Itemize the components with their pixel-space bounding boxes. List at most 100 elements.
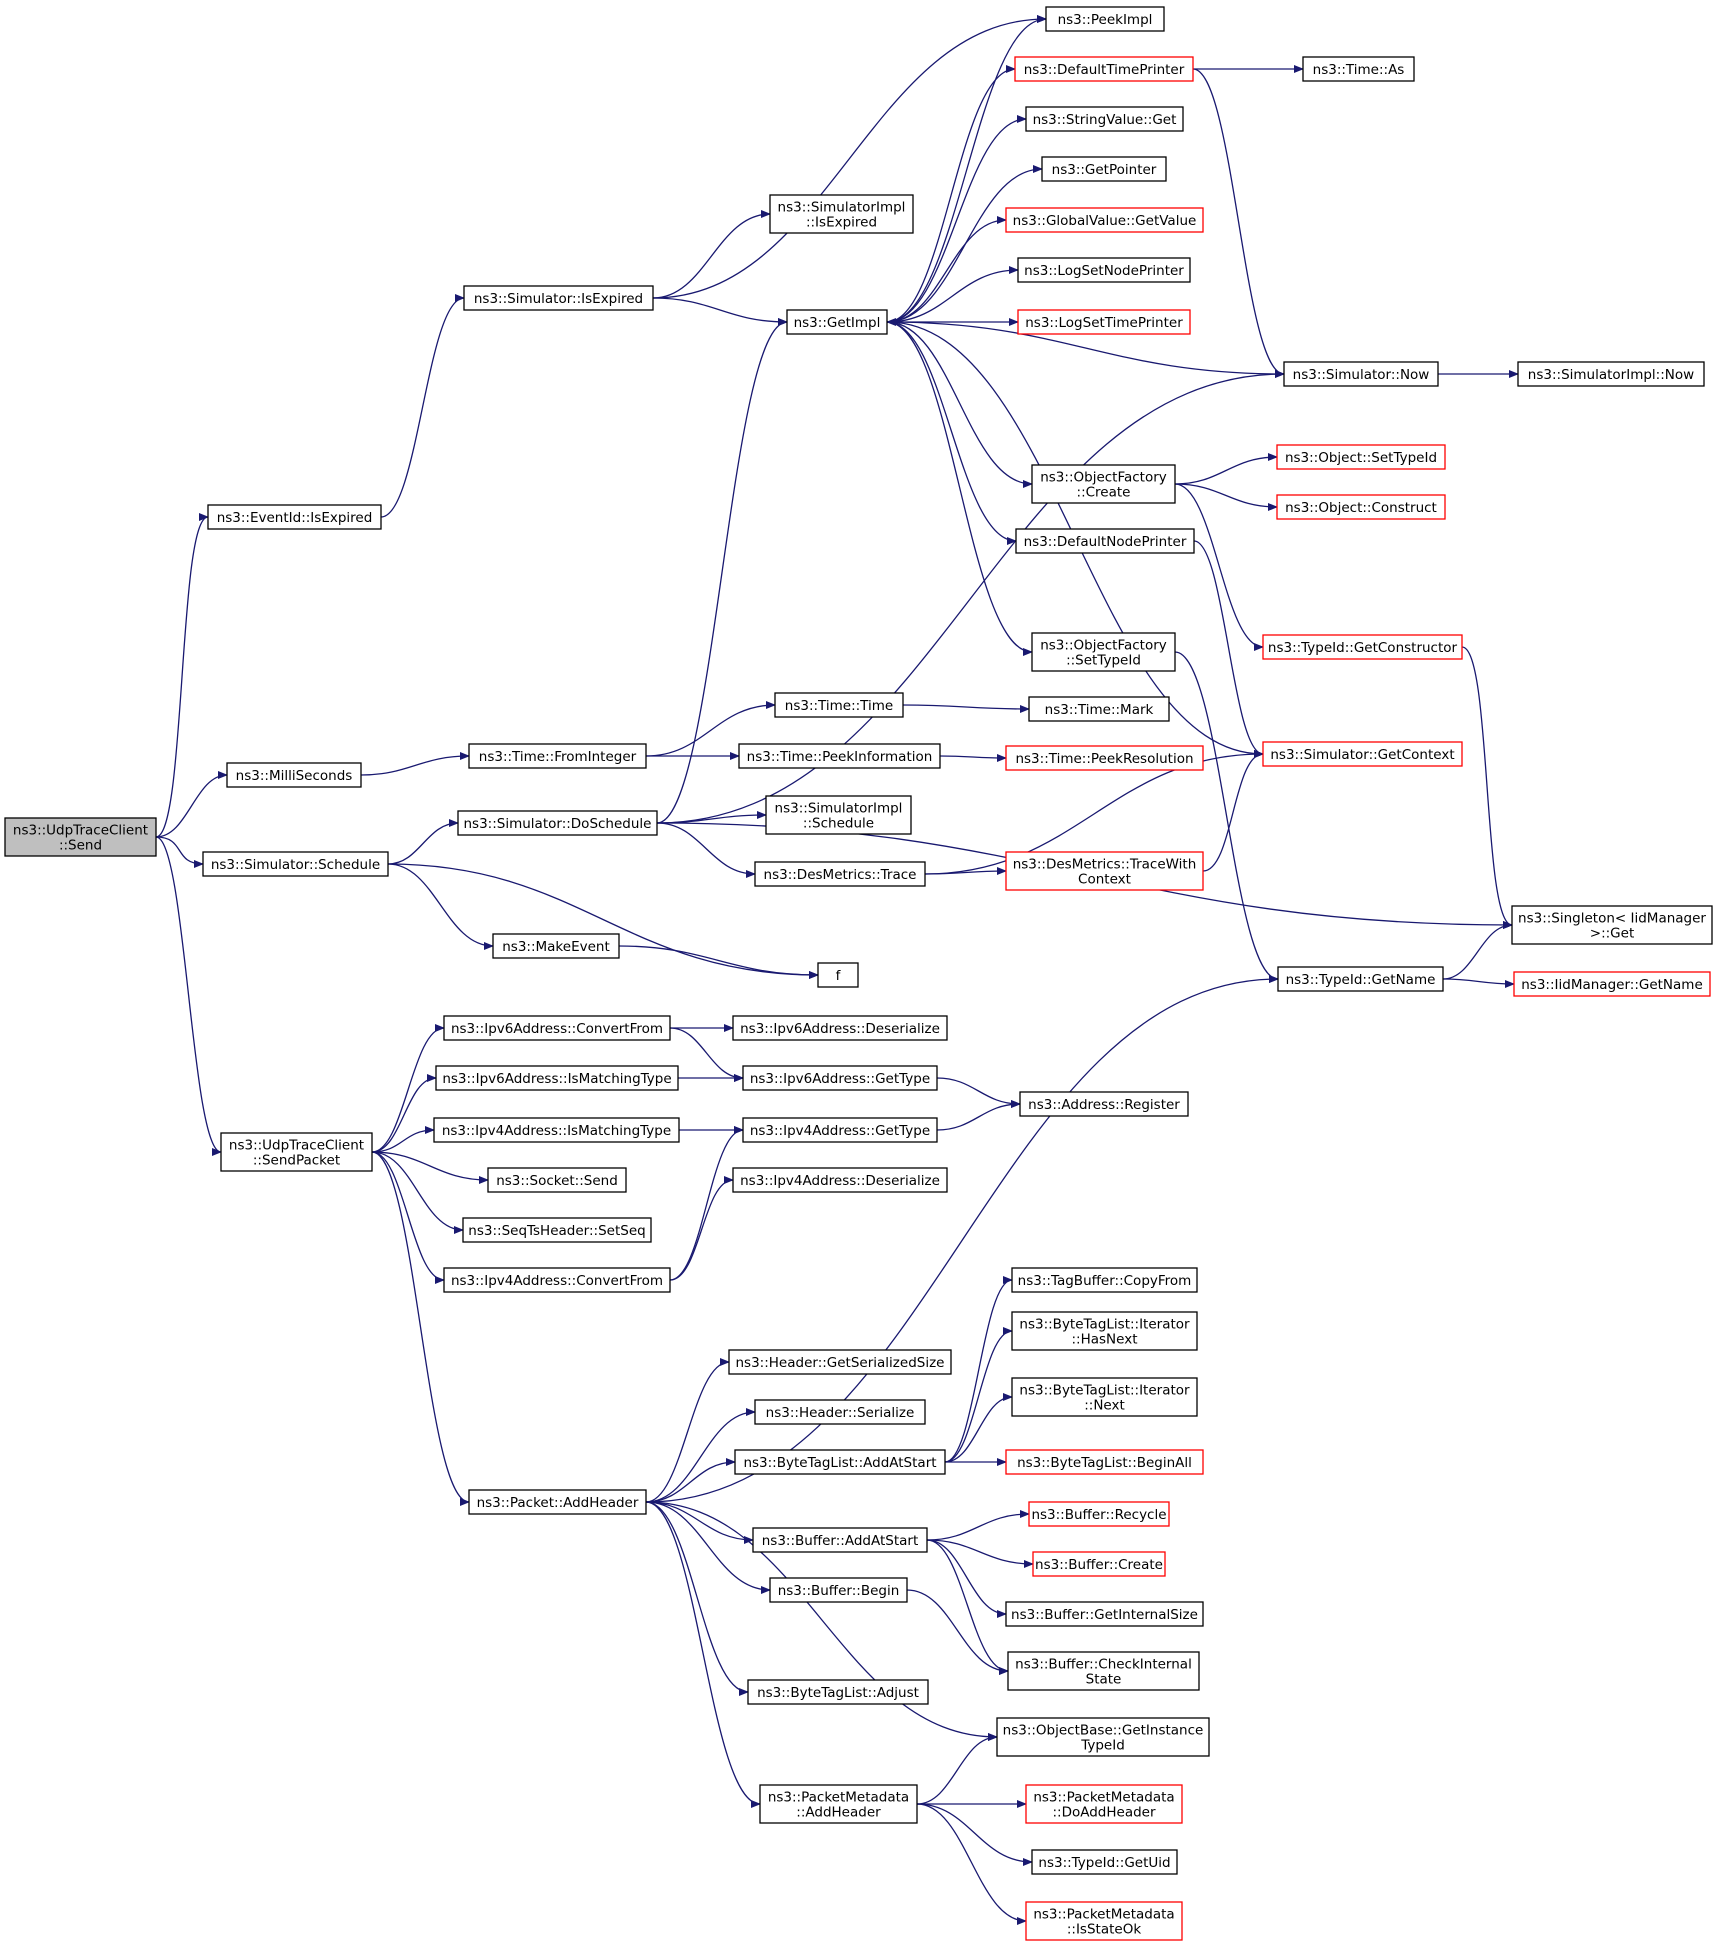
node-ns3-iidmanager-getname[interactable]: ns3::IidManager::GetName: [1513, 971, 1711, 997]
call-edge-ns3-buffer-begin-to-ns3-buffer-checkinternalstate: [906, 1589, 1009, 1675]
node-f[interactable]: f: [817, 962, 859, 988]
node-label: ns3::Singleton< IidManager: [1518, 911, 1706, 927]
node-ns3-buffer-create[interactable]: ns3::Buffer::Create: [1032, 1551, 1166, 1577]
node-label: ns3::DesMetrics::Trace: [764, 867, 917, 883]
node-ns3-udptraceclient-send[interactable]: ns3::UdpTraceClient::Send: [4, 817, 157, 857]
node-ns3-objectfactory-settypeid[interactable]: ns3::ObjectFactory::SetTypeId: [1031, 632, 1176, 672]
node-ns3-getimpl[interactable]: ns3::GetImpl: [786, 309, 888, 335]
node-box: [1011, 1377, 1198, 1417]
node-ns3-simulator-getcontext[interactable]: ns3::Simulator::GetContext: [1262, 741, 1463, 767]
node-ns3-simulator-now[interactable]: ns3::Simulator::Now: [1283, 361, 1439, 387]
node-ns3-header-serialize[interactable]: ns3::Header::Serialize: [754, 1399, 926, 1425]
node-ns3-typeid-getuid[interactable]: ns3::TypeId::GetUid: [1031, 1849, 1178, 1875]
node-ns3-ipv4address-deserialize[interactable]: ns3::Ipv4Address::Deserialize: [732, 1167, 948, 1193]
node-ns3-simulatorimpl-isexpired[interactable]: ns3::SimulatorImpl::IsExpired: [769, 194, 914, 234]
call-edge-ns3-objectfactory-settypeid-to-ns3-typeid-getname: [1174, 651, 1279, 983]
node-ns3-logsetnodeprinter[interactable]: ns3::LogSetNodePrinter: [1017, 257, 1191, 283]
node-ns3-getpointer[interactable]: ns3::GetPointer: [1041, 156, 1167, 182]
node-ns3-buffer-recycle[interactable]: ns3::Buffer::Recycle: [1028, 1501, 1170, 1527]
node-ns3-buffer-addatstart[interactable]: ns3::Buffer::AddAtStart: [752, 1527, 928, 1553]
node-ns3-time-as[interactable]: ns3::Time::As: [1302, 56, 1415, 82]
call-edge-ns3-packet-addheader-to-ns3-header-getserializedsize: [645, 1358, 730, 1503]
node-ns3-buffer-getinternalsize[interactable]: ns3::Buffer::GetInternalSize: [1005, 1601, 1204, 1627]
node-label: ns3::SimulatorImpl::Now: [1528, 367, 1694, 383]
node-ns3-simulator-schedule[interactable]: ns3::Simulator::Schedule: [202, 851, 389, 877]
node-ns3-simulatorimpl-schedule[interactable]: ns3::SimulatorImpl::Schedule: [765, 795, 912, 835]
node-ns3-milliseconds[interactable]: ns3::MilliSeconds: [226, 762, 362, 788]
node-ns3-simulator-doschedule[interactable]: ns3::Simulator::DoSchedule: [457, 810, 658, 836]
node-ns3-desmetrics-trace[interactable]: ns3::DesMetrics::Trace: [754, 861, 926, 887]
node-ns3-ipv6address-deserialize[interactable]: ns3::Ipv6Address::Deserialize: [732, 1015, 948, 1041]
node-ns3-buffer-begin[interactable]: ns3::Buffer::Begin: [769, 1577, 908, 1603]
node-ns3-simulatorimpl-now[interactable]: ns3::SimulatorImpl::Now: [1517, 361, 1705, 387]
node-ns3-ipv4address-gettype[interactable]: ns3::Ipv4Address::GetType: [742, 1117, 938, 1143]
node-ns3-packetmetadata-doaddheader[interactable]: ns3::PacketMetadata::DoAddHeader: [1025, 1784, 1183, 1824]
node-label: >::Get: [1590, 926, 1634, 942]
node-ns3-stringvalue-get[interactable]: ns3::StringValue::Get: [1025, 106, 1184, 132]
node-ns3-address-register[interactable]: ns3::Address::Register: [1019, 1091, 1189, 1117]
node-ns3-bytetaglist-iterator-hasnext[interactable]: ns3::ByteTagList::Iterator::HasNext: [1011, 1311, 1198, 1351]
call-edge-ns3-udptraceclient-sendpacket-to-ns3-ipv4address-ismatchingtype: [371, 1126, 435, 1153]
node-box: [1017, 309, 1191, 335]
node-label: ns3::ByteTagList::BeginAll: [1017, 1455, 1192, 1471]
node-ns3-time-peekresolution[interactable]: ns3::Time::PeekResolution: [1005, 745, 1204, 771]
node-ns3-bytetaglist-addatstart[interactable]: ns3::ByteTagList::AddAtStart: [734, 1449, 946, 1475]
node-ns3-logsettimeprinter[interactable]: ns3::LogSetTimePrinter: [1017, 309, 1191, 335]
node-ns3-peekimpl[interactable]: ns3::PeekImpl: [1045, 6, 1165, 32]
node-ns3-singleton-iidmanager-get[interactable]: ns3::Singleton< IidManager>::Get: [1511, 905, 1713, 945]
node-ns3-time-frominteger[interactable]: ns3::Time::FromInteger: [468, 743, 647, 769]
node-box: [1041, 156, 1167, 182]
node-ns3-typeid-getname[interactable]: ns3::TypeId::GetName: [1277, 966, 1444, 992]
node-ns3-udptraceclient-sendpacket[interactable]: ns3::UdpTraceClient::SendPacket: [220, 1132, 373, 1172]
node-box: [1014, 56, 1194, 82]
node-ns3-ipv4address-ismatchingtype[interactable]: ns3::Ipv4Address::IsMatchingType: [433, 1117, 680, 1143]
node-ns3-packetmetadata-addheader[interactable]: ns3::PacketMetadata::AddHeader: [759, 1784, 918, 1824]
node-ns3-ipv6address-convertfrom[interactable]: ns3::Ipv6Address::ConvertFrom: [443, 1015, 671, 1041]
edges-layer: [155, 15, 1519, 1925]
call-edge-ns3-packetmetadata-addheader-to-ns3-packetmetadata-isstateok: [916, 1803, 1027, 1925]
node-ns3-simulator-isexpired[interactable]: ns3::Simulator::IsExpired: [463, 285, 654, 311]
node-ns3-bytetaglist-beginall[interactable]: ns3::ByteTagList::BeginAll: [1005, 1449, 1204, 1475]
node-ns3-makeevent[interactable]: ns3::MakeEvent: [492, 933, 620, 959]
node-ns3-globalvalue-getvalue[interactable]: ns3::GlobalValue::GetValue: [1005, 207, 1204, 233]
node-ns3-ipv4address-convertfrom[interactable]: ns3::Ipv4Address::ConvertFrom: [443, 1267, 671, 1293]
node-box: [1045, 6, 1165, 32]
node-ns3-time-time[interactable]: ns3::Time::Time: [774, 692, 904, 718]
node-ns3-bytetaglist-iterator-next[interactable]: ns3::ByteTagList::Iterator::Next: [1011, 1377, 1198, 1417]
node-ns3-time-mark[interactable]: ns3::Time::Mark: [1028, 696, 1170, 722]
node-ns3-ipv6address-gettype[interactable]: ns3::Ipv6Address::GetType: [742, 1065, 938, 1091]
node-box: [462, 1217, 652, 1243]
node-label: ns3::LogSetTimePrinter: [1025, 315, 1183, 331]
node-ns3-packetmetadata-isstateok[interactable]: ns3::PacketMetadata::IsStateOk: [1025, 1901, 1183, 1941]
node-label: ns3::Buffer::Begin: [778, 1583, 900, 1599]
node-ns3-object-construct[interactable]: ns3::Object::Construct: [1276, 494, 1446, 520]
node-ns3-header-getserializedsize[interactable]: ns3::Header::GetSerializedSize: [728, 1349, 952, 1375]
node-ns3-packet-addheader[interactable]: ns3::Packet::AddHeader: [468, 1489, 647, 1515]
call-edge-ns3-getimpl-to-ns3-globalvalue-getvalue: [886, 216, 1007, 323]
node-ns3-defaulttimeprinter[interactable]: ns3::DefaultTimePrinter: [1014, 56, 1194, 82]
node-box: [1028, 1501, 1170, 1527]
node-ns3-objectfactory-create[interactable]: ns3::ObjectFactory::Create: [1031, 464, 1176, 504]
call-edge-ns3-objectfactory-create-to-ns3-object-construct: [1174, 483, 1278, 511]
node-ns3-socket-send[interactable]: ns3::Socket::Send: [487, 1167, 627, 1193]
node-ns3-tagbuffer-copyfrom[interactable]: ns3::TagBuffer::CopyFrom: [1011, 1267, 1198, 1293]
node-box: [1005, 745, 1204, 771]
node-ns3-time-peekinformation[interactable]: ns3::Time::PeekInformation: [738, 743, 941, 769]
node-ns3-typeid-getconstructor[interactable]: ns3::TypeId::GetConstructor: [1262, 634, 1463, 660]
node-ns3-seqtsheader-setseq[interactable]: ns3::SeqTsHeader::SetSeq: [462, 1217, 652, 1243]
node-label: ns3::Buffer::AddAtStart: [762, 1533, 919, 1549]
node-ns3-object-settypeid[interactable]: ns3::Object::SetTypeId: [1276, 444, 1446, 470]
node-ns3-eventid-isexpired[interactable]: ns3::EventId::IsExpired: [207, 504, 382, 530]
node-ns3-bytetaglist-adjust[interactable]: ns3::ByteTagList::Adjust: [747, 1679, 929, 1705]
node-box: [4, 817, 157, 857]
node-box: [457, 810, 658, 836]
call-edge-ns3-bytetaglist-addatstart-to-ns3-bytetaglist-iterator-next: [944, 1393, 1013, 1463]
node-box: [747, 1679, 929, 1705]
node-ns3-defaultnodeprinter[interactable]: ns3::DefaultNodePrinter: [1015, 528, 1195, 554]
node-box: [468, 743, 647, 769]
call-edge-ns3-eventid-isexpired-to-ns3-simulator-isexpired: [380, 294, 465, 518]
node-ns3-ipv6address-ismatchingtype[interactable]: ns3::Ipv6Address::IsMatchingType: [435, 1065, 679, 1091]
